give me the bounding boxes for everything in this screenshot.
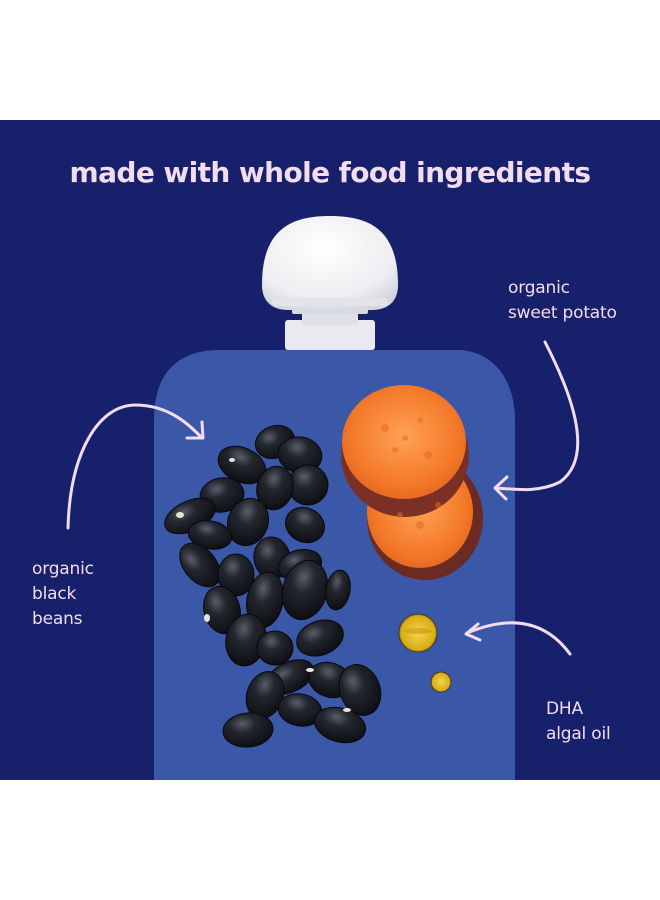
arrow-oil-icon	[464, 621, 572, 656]
arrow-sweet-potato-icon	[493, 340, 580, 501]
label-sweet-potato: organic sweet potato	[508, 278, 617, 323]
label-dha-oil: DHA algal oil	[546, 699, 611, 744]
ingredients-panel: made with whole food ingredients organic…	[0, 120, 660, 780]
label-black-beans: organic black beans	[32, 559, 94, 629]
sweet-potato-slices	[341, 385, 483, 580]
arrow-beans-icon	[66, 403, 205, 530]
oil-drops	[398, 613, 452, 693]
pouch-illustration	[66, 216, 580, 780]
black-beans	[164, 424, 382, 748]
pouch-cap	[262, 216, 398, 350]
page-title: made with whole food ingredients	[69, 156, 592, 189]
